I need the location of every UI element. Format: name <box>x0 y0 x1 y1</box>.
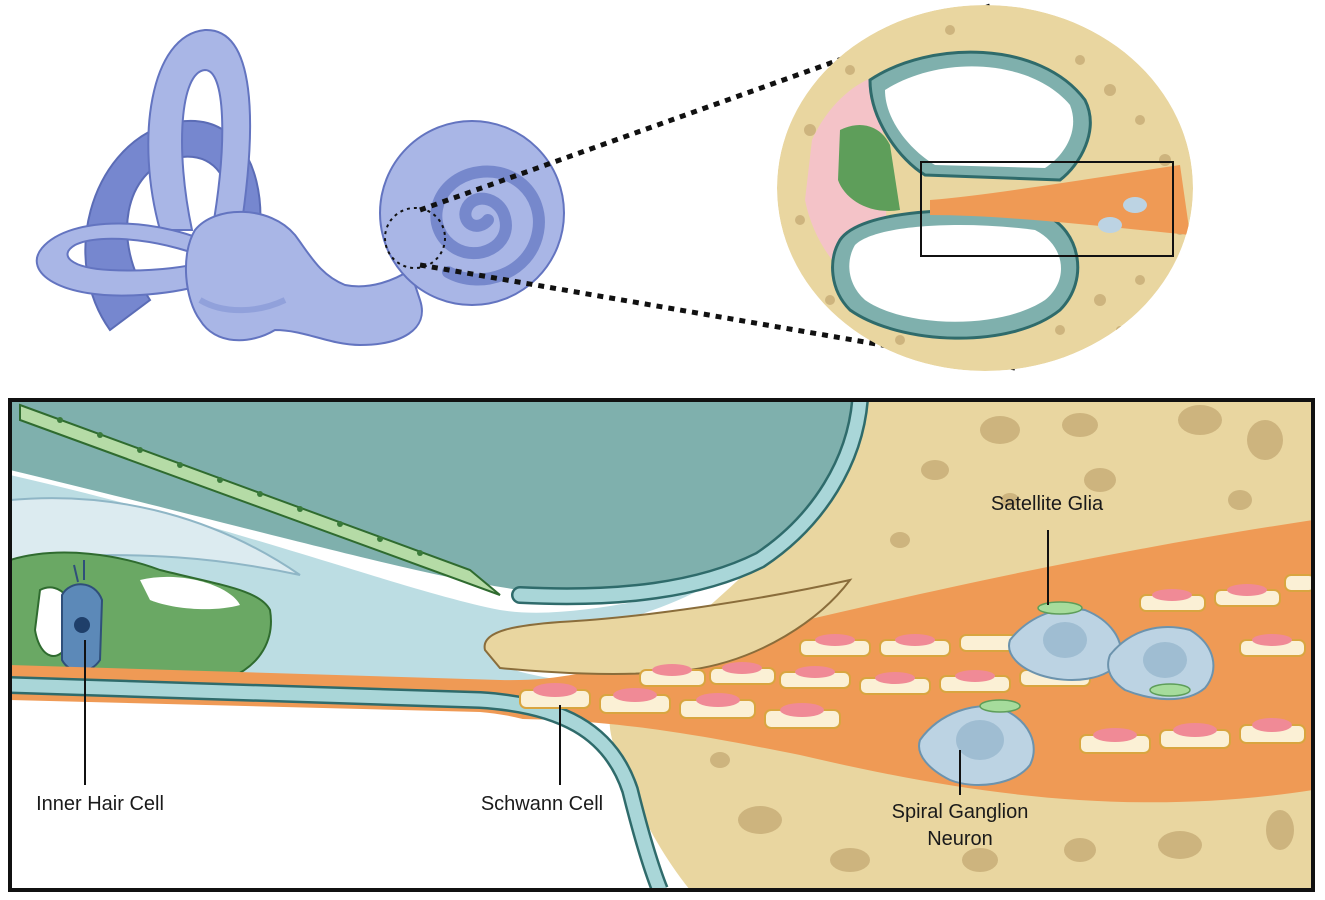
spiral-ganglion-neurons <box>918 607 1215 786</box>
inner-ear-illustration <box>35 28 565 347</box>
svg-text:Satellite Glia: Satellite Glia <box>991 493 1104 515</box>
scala-tympani <box>10 700 645 890</box>
organ-of-corti-small <box>838 125 900 211</box>
label-satellite-glia: Satellite Glia <box>991 493 1104 605</box>
svg-text:Spiral Ganglion: Spiral Ganglion <box>892 801 1029 823</box>
cochlea-spiral <box>430 165 545 286</box>
svg-text:Inner Hair Cell: Inner Hair Cell <box>36 793 164 815</box>
cochlea-base-circle <box>384 207 446 269</box>
inner-hair-cell <box>61 560 104 673</box>
reissners-membrane-area <box>10 400 860 597</box>
section-zoom-box <box>920 161 1174 257</box>
bone-spots <box>710 405 1294 872</box>
detail-panel-border <box>8 398 1315 892</box>
upper-duct-inner <box>885 66 1074 168</box>
schwann-cells <box>519 574 1313 754</box>
svg-text:Neuron: Neuron <box>927 828 993 850</box>
cochlea-cross-section <box>777 5 1193 371</box>
spiral-limbus <box>483 578 853 675</box>
label-schwann-cell: Schwann Cell <box>481 705 603 815</box>
label-inner-hair-cell: Inner Hair Cell <box>36 640 164 815</box>
svg-text:Schwann Cell: Schwann Cell <box>481 793 603 815</box>
section-nerve <box>930 165 1190 235</box>
green-cell-row <box>19 403 501 596</box>
section-bone-spots <box>795 25 1185 345</box>
vestibule-shadow <box>198 297 287 314</box>
label-spiral-ganglion-neuron: Spiral Ganglion Neuron <box>892 750 1029 850</box>
detail-panel <box>10 400 1313 890</box>
lower-duct-inner <box>849 225 1062 322</box>
